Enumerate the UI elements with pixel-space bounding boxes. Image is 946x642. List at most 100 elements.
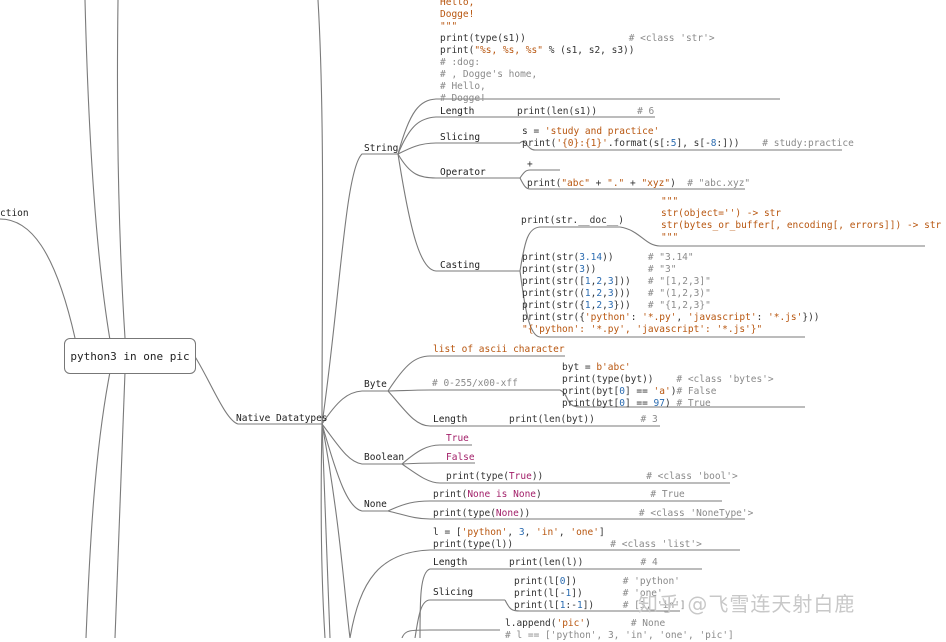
- code-token: )): [518, 508, 531, 519]
- code-token: ".": [607, 178, 625, 189]
- code-token: """: [661, 196, 679, 207]
- code-token: # <class 'bool'>: [543, 471, 738, 482]
- code-token: print(len(byt)): [509, 414, 595, 425]
- code-token: ): [665, 398, 677, 409]
- code-line: print(type(None)) # <class 'NoneType'>: [433, 508, 753, 520]
- code-line: print(str({'python': '*.py', 'javascript…: [522, 312, 820, 324]
- node-boolean[interactable]: Boolean: [364, 452, 405, 463]
- edge: [397, 142, 520, 155]
- code-line: # Hello,: [440, 81, 715, 93]
- node-list-length[interactable]: Length: [433, 557, 468, 568]
- code-line: print(type(s1)) # <class 'str'>: [440, 33, 715, 45]
- byte-ascii-description: list of ascii character: [433, 344, 565, 356]
- code-token: 2: [596, 288, 603, 299]
- code-line: "{'python': '*.py', 'javascript': '*.js'…: [522, 324, 820, 336]
- code-line: print(l[1:-1]) # [3, 'in']: [514, 600, 686, 612]
- node-byte[interactable]: Byte: [364, 379, 387, 390]
- edge: [397, 153, 520, 179]
- node-string-operator[interactable]: Operator: [440, 167, 486, 178]
- code-token: s =: [522, 126, 545, 137]
- code-token: ,: [590, 300, 597, 311]
- code-token: ,: [602, 288, 608, 299]
- code-line: print("%s, %s, %s" % (s1, s2, s3)): [440, 45, 715, 57]
- code-token: ]: [598, 527, 605, 538]
- boolean-true: True: [446, 433, 469, 445]
- code-token: )): [602, 252, 648, 263]
- edge: [321, 423, 402, 465]
- node-none[interactable]: None: [364, 499, 387, 510]
- edge: [321, 153, 398, 425]
- code-token: ): [670, 386, 677, 397]
- node-string[interactable]: String: [364, 143, 399, 154]
- code-line: print(type(True)) # <class 'bool'>: [446, 471, 738, 483]
- code-list-length: print(len(l)) # 4: [509, 557, 658, 569]
- edge: [321, 423, 351, 638]
- code-token: True: [446, 433, 469, 444]
- code-token: 1: [565, 588, 572, 599]
- code-token: # <class 'list'>: [513, 539, 702, 550]
- code-token: # l == ['python', 3, 'in', 'one', 'pic']: [505, 630, 734, 641]
- code-token: ])): [613, 276, 648, 287]
- code-line: # l == ['python', 3, 'in', 'one', 'pic']: [505, 630, 734, 642]
- code-token: # "[1,2,3]": [647, 276, 711, 287]
- code-token: print(type(: [433, 508, 496, 519]
- byte-range-comment: # 0-255/x00-xff: [432, 378, 518, 390]
- code-intro-string-format: Hello,Dogge!"""print(type(s1)) # <class …: [440, 0, 715, 105]
- code-line: """: [661, 232, 941, 244]
- code-line: print(str({1,2,3})) # "{1,2,3}": [522, 300, 820, 312]
- partial-node-label: ction: [0, 208, 29, 219]
- code-token: None: [467, 489, 491, 500]
- code-token: print(str(: [522, 264, 580, 275]
- code-token: # "3.14": [647, 252, 694, 263]
- code-token: # 6: [597, 106, 655, 117]
- code-token: l = [: [433, 527, 462, 538]
- code-line: print(l[-1]) # 'one': [514, 588, 686, 600]
- code-token: +: [589, 178, 608, 189]
- edge: [401, 462, 475, 465]
- code-token: ): [585, 618, 591, 629]
- code-token: print(byt[: [562, 386, 620, 397]
- edge: [387, 510, 745, 520]
- edge: [349, 549, 740, 638]
- code-line: # :dog:: [440, 57, 715, 69]
- code-line: print(str(3.14)) # "3.14": [522, 252, 820, 264]
- node-byte-length[interactable]: Length: [433, 414, 468, 425]
- code-list: l = ['python', 3, 'in', 'one']print(type…: [433, 527, 702, 551]
- code-token: '{0}:{1}': [556, 138, 608, 149]
- code-token: ]): [582, 600, 595, 611]
- edge: [619, 226, 925, 247]
- edge: [401, 444, 472, 465]
- edge: [321, 423, 331, 638]
- code-token: # study:practice: [739, 138, 854, 149]
- code-token: print(type(l)): [433, 539, 514, 550]
- edge: [0, 218, 76, 339]
- code-token: 8: [710, 138, 717, 149]
- operator-plus: +: [527, 159, 533, 170]
- node-string-slicing[interactable]: Slicing: [440, 132, 481, 143]
- code-token: ): [670, 178, 688, 189]
- code-token: print(l[-: [514, 588, 566, 599]
- code-token: # :dog:: [440, 57, 481, 68]
- code-token: ,: [602, 300, 608, 311]
- root-node[interactable]: python3 in one pic: [64, 338, 196, 374]
- code-token: # "abc.xyz": [687, 178, 751, 189]
- code-token: 3: [579, 264, 585, 275]
- code-token: print(len(l)): [509, 557, 584, 568]
- boolean-false: False: [446, 452, 475, 464]
- edge: [317, 0, 324, 425]
- code-token: 1: [584, 300, 591, 311]
- node-string-length[interactable]: Length: [440, 106, 475, 117]
- code-token: print(str({: [522, 300, 585, 311]
- edge: [519, 177, 745, 190]
- code-line: print(byt[0] == 97) # True: [562, 398, 774, 410]
- code-token: % (s1, s2, s3)): [542, 45, 635, 56]
- node-string-casting[interactable]: Casting: [440, 260, 481, 271]
- code-token: print(len(s1)): [517, 106, 598, 117]
- node-list-slicing[interactable]: Slicing: [433, 587, 474, 598]
- code-token: ]): [571, 588, 583, 599]
- code-str-doc-call: print(str.__doc__): [521, 215, 624, 227]
- edge: [116, 0, 126, 339]
- code-token: # <class 'NoneType'>: [530, 508, 754, 519]
- node-native-datatypes[interactable]: Native Datatypes: [236, 413, 328, 424]
